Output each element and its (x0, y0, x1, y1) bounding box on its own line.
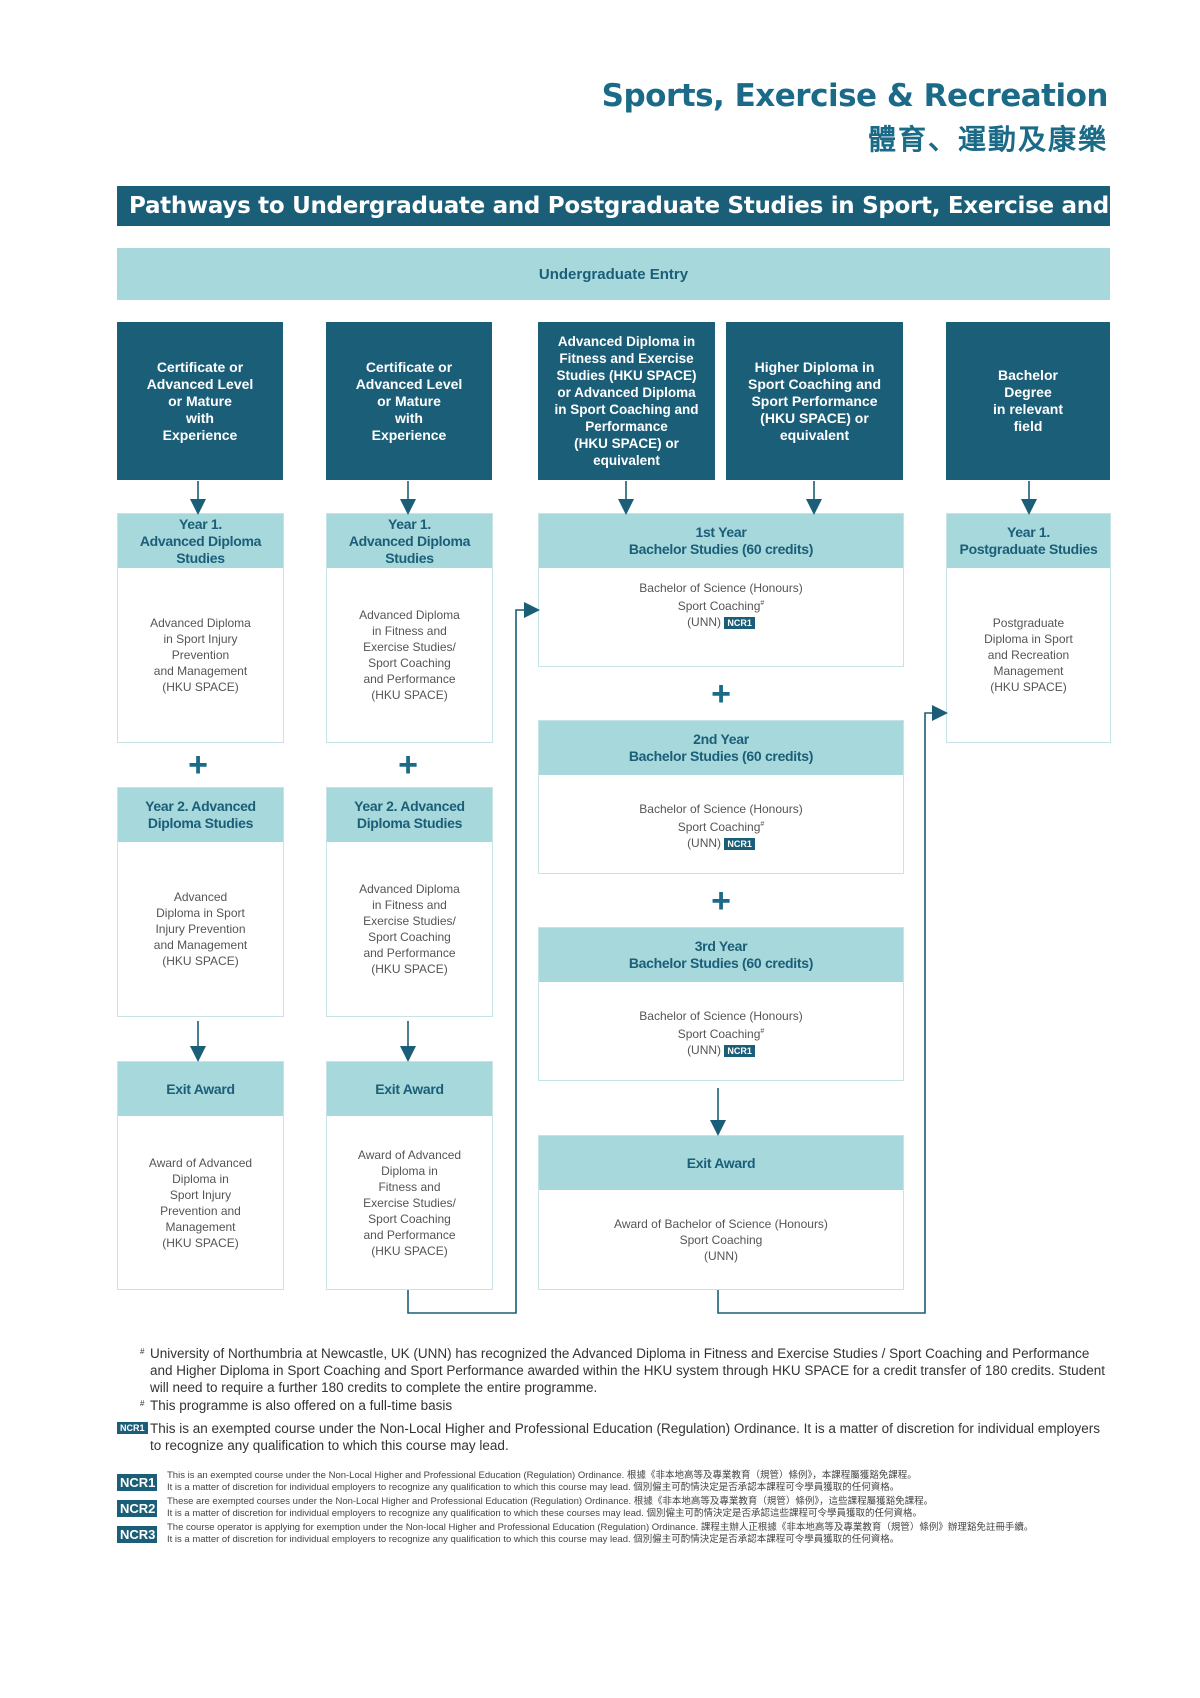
plus-icon: + (188, 746, 208, 784)
ncr1-badge: NCR1 (724, 616, 755, 629)
col2-year1-head: Year 1. Advanced Diploma Studies (327, 514, 492, 568)
col1-year1-card: Year 1. Advanced Diploma Studies Advance… (117, 513, 284, 743)
hash-mark: # (760, 1028, 765, 1035)
page-title-en: Sports, Exercise & Recreation (601, 78, 1109, 114)
bachelor-exit-head: Exit Award (539, 1136, 903, 1190)
bachelor-year1-body: Bachelor of Science (Honours) Sport Coac… (539, 568, 903, 666)
ncr2-badge: NCR2 (117, 1499, 157, 1517)
col2-exit-body: Award of Advanced Diploma in Fitness and… (357, 1147, 462, 1258)
col2-exit-head: Exit Award (327, 1062, 492, 1116)
col1-year2-card: Year 2. Advanced Diploma Studies Advance… (117, 787, 284, 1017)
ncr1-badge: NCR1 (724, 1044, 755, 1057)
col2-year2-head: Year 2. Advanced Diploma Studies (327, 788, 492, 842)
col1-year2-body: Advanced Diploma in Sport Injury Prevent… (153, 890, 248, 968)
col1-year1-head: Year 1. Advanced Diploma Studies (118, 514, 283, 568)
col1-exit-head: Exit Award (118, 1062, 283, 1116)
bachelor-exit-body: Award of Bachelor of Science (Honours) S… (614, 1216, 828, 1263)
plus-icon: + (398, 746, 418, 784)
footnote-hash: # University of Northumbria at Newcastle… (140, 1345, 1110, 1396)
hash-mark: # (760, 600, 765, 607)
postgrad-body: Postgraduate Diploma in Sport and Recrea… (984, 616, 1073, 694)
col2-year2-card: Year 2. Advanced Diploma Studies Advance… (326, 787, 493, 1017)
entry-box-2: Certificate or Advanced Level or Mature … (326, 322, 492, 480)
degree-subject: Sport Coaching# (677, 1027, 765, 1041)
bachelor-year3-card: 3rd Year Bachelor Studies (60 credits) B… (538, 927, 904, 1081)
hash-mark: # (140, 1399, 145, 1408)
footnote-ncr1: NCR1 This is an exempted course under th… (117, 1420, 1110, 1454)
page-title-zh: 體育、運動及康樂 (867, 123, 1108, 156)
bachelor-year2-card: 2nd Year Bachelor Studies (60 credits) B… (538, 720, 904, 874)
ncr1-badge: NCR1 (724, 837, 755, 850)
hash-mark: # (760, 821, 765, 828)
footnote-hash2-text: This programme is also offered on a full… (150, 1398, 453, 1413)
legend-row: NCR2 These are exempted courses under th… (117, 1496, 1110, 1520)
ncr3-badge: NCR3 (117, 1525, 157, 1543)
col2-year2-body: Advanced Diploma in Fitness and Exercise… (359, 882, 460, 976)
bachelor-year1-card: 1st Year Bachelor Studies (60 credits) B… (538, 513, 904, 667)
footnote-ncr1-text: This is an exempted course under the Non… (150, 1421, 1100, 1453)
bachelor-year2-body: Bachelor of Science (Honours) Sport Coac… (539, 775, 903, 873)
bachelor-exit-card: Exit Award Award of Bachelor of Science … (538, 1135, 904, 1290)
col1-year2-head: Year 2. Advanced Diploma Studies (118, 788, 283, 842)
hash-mark: # (140, 1347, 145, 1356)
entry-box-4: Higher Diploma in Sport Coaching and Spo… (726, 322, 903, 480)
plus-icon: + (711, 882, 731, 920)
col2-exit-card: Exit Award Award of Advanced Diploma in … (326, 1061, 493, 1290)
degree-institution: (UNN) NCR1 (687, 1042, 755, 1058)
degree-name: Bachelor of Science (Honours) (639, 1009, 803, 1023)
ncr1-badge: NCR1 (117, 1473, 157, 1491)
undergraduate-entry-bar: Undergraduate Entry (117, 248, 1110, 300)
col1-exit-body: Award of Advanced Diploma in Sport Injur… (148, 1155, 253, 1250)
postgrad-head: Year 1. Postgraduate Studies (947, 514, 1110, 568)
bachelor-year2-head: 2nd Year Bachelor Studies (60 credits) (539, 721, 903, 775)
legend-row: NCR1 This is an exempted course under th… (117, 1470, 1110, 1494)
plus-icon: + (711, 675, 731, 713)
ncr1-badge: NCR1 (117, 1422, 148, 1434)
col1-year1-body: Advanced Diploma in Sport Injury Prevent… (150, 616, 251, 694)
postgrad-card: Year 1. Postgraduate Studies Postgraduat… (946, 513, 1111, 743)
col2-year1-card: Year 1. Advanced Diploma Studies Advance… (326, 513, 493, 743)
entry-box-3: Advanced Diploma in Fitness and Exercise… (538, 322, 715, 480)
ncr-legend: NCR1 This is an exempted course under th… (117, 1470, 1110, 1546)
degree-institution: (UNN) NCR1 (687, 614, 755, 630)
bachelor-year3-body: Bachelor of Science (Honours) Sport Coac… (539, 982, 903, 1080)
col1-exit-card: Exit Award Award of Advanced Diploma in … (117, 1061, 284, 1290)
footnote-hash2: # This programme is also offered on a fu… (140, 1397, 1110, 1414)
legend-row: NCR3 The course operator is applying for… (117, 1522, 1110, 1546)
bachelor-year3-head: 3rd Year Bachelor Studies (60 credits) (539, 928, 903, 982)
entry-box-1: Certificate or Advanced Level or Mature … (117, 322, 283, 480)
bachelor-year1-head: 1st Year Bachelor Studies (60 credits) (539, 514, 903, 568)
entry-box-5: Bachelor Degree in relevant field (946, 322, 1110, 480)
degree-subject: Sport Coaching# (677, 820, 765, 834)
connector-bachelor-to-postgrad (717, 705, 948, 1314)
degree-name: Bachelor of Science (Honours) (639, 581, 803, 595)
footnote-hash-text: University of Northumbria at Newcastle, … (150, 1346, 1105, 1395)
degree-institution: (UNN) NCR1 (687, 835, 755, 851)
degree-subject: Sport Coaching# (677, 599, 765, 613)
col2-year1-body: Advanced Diploma in Fitness and Exercise… (359, 608, 460, 702)
connector-col2-to-bachelor (407, 602, 540, 1314)
degree-name: Bachelor of Science (Honours) (639, 802, 803, 816)
